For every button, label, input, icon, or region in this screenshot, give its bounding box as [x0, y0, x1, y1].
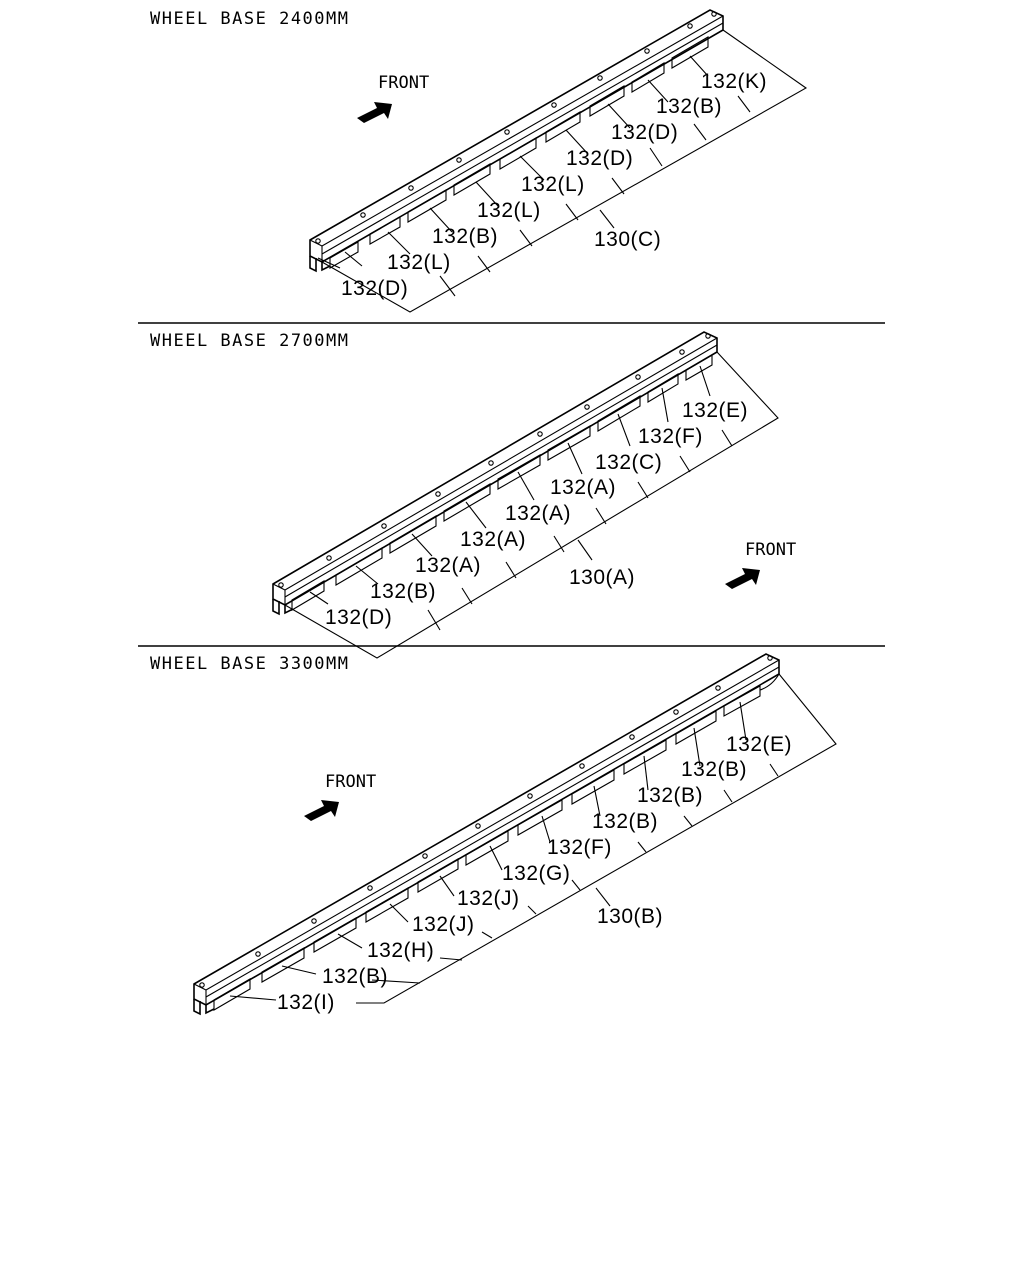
rail-holes [315, 11, 717, 244]
panel-wheelbase-2400: WHEEL BASE 2400MM FRONT [150, 9, 808, 313]
callout-132a: 132(A) [460, 528, 526, 551]
callout-130b: 130(B) [597, 905, 663, 928]
callout-132d: 132(D) [325, 606, 392, 629]
callout-labels: 132(D) 132(L) 132(B) 132(L) 132(L) 132(D… [341, 70, 767, 300]
front-label: FRONT [325, 772, 376, 792]
callout-132d: 132(D) [611, 121, 678, 144]
callout-132b: 132(B) [592, 810, 658, 833]
callout-132a: 132(A) [505, 502, 571, 525]
leader-lines [229, 673, 837, 1004]
callout-132f: 132(F) [638, 425, 703, 448]
front-label: FRONT [745, 540, 796, 560]
callout-132j: 132(J) [457, 887, 520, 910]
callout-130a: 130(A) [569, 566, 635, 589]
leader-lines [284, 351, 779, 659]
front-label: FRONT [378, 73, 429, 93]
callout-132a: 132(A) [415, 554, 481, 577]
callout-132b: 132(B) [637, 784, 703, 807]
callout-labels: 132(D) 132(B) 132(A) 132(A) 132(A) 132(A… [325, 399, 748, 629]
callout-132b: 132(B) [432, 225, 498, 248]
callout-132k: 132(K) [701, 70, 767, 93]
crossmember-rail-130b [193, 653, 780, 1016]
rail-brackets [329, 36, 709, 269]
panel-title: WHEEL BASE 2400MM [150, 9, 350, 29]
callout-132g: 132(G) [502, 862, 570, 885]
callout-132j: 132(J) [412, 913, 475, 936]
panel-wheelbase-3300: WHEEL BASE 3300MM FRONT [150, 653, 837, 1016]
callout-132f: 132(F) [547, 836, 612, 859]
callout-132c: 132(C) [595, 451, 662, 474]
panel-title: WHEEL BASE 2700MM [150, 331, 350, 351]
callout-132l: 132(L) [521, 173, 585, 196]
callout-132b: 132(B) [322, 965, 388, 988]
rail-holes [199, 655, 773, 988]
rail-brackets [213, 685, 761, 1011]
callout-132a: 132(A) [550, 476, 616, 499]
callout-132l: 132(L) [477, 199, 541, 222]
leader-lines [317, 29, 808, 313]
callout-132d: 132(D) [566, 147, 633, 170]
panel-wheelbase-2700: WHEEL BASE 2700MM FRONT [150, 331, 796, 659]
callout-labels: 132(I) 132(B) 132(H) 132(J) 132(J) 132(G… [277, 733, 792, 1014]
callout-132b: 132(B) [656, 95, 722, 118]
callout-132b: 132(B) [370, 580, 436, 603]
front-arrow-icon [725, 568, 760, 589]
callout-132b: 132(B) [681, 758, 747, 781]
callout-130c: 130(C) [594, 228, 661, 251]
panel-title: WHEEL BASE 3300MM [150, 654, 350, 674]
callout-132h: 132(H) [367, 939, 434, 962]
callout-132e: 132(E) [726, 733, 792, 756]
rail-holes [278, 333, 711, 588]
callout-132i: 132(I) [277, 991, 335, 1014]
callout-132e: 132(E) [682, 399, 748, 422]
callout-132l: 132(L) [387, 251, 451, 274]
front-arrow-icon [357, 102, 392, 123]
rail-brackets [291, 354, 713, 611]
front-arrow-icon [304, 800, 339, 821]
callout-132d: 132(D) [341, 277, 408, 300]
